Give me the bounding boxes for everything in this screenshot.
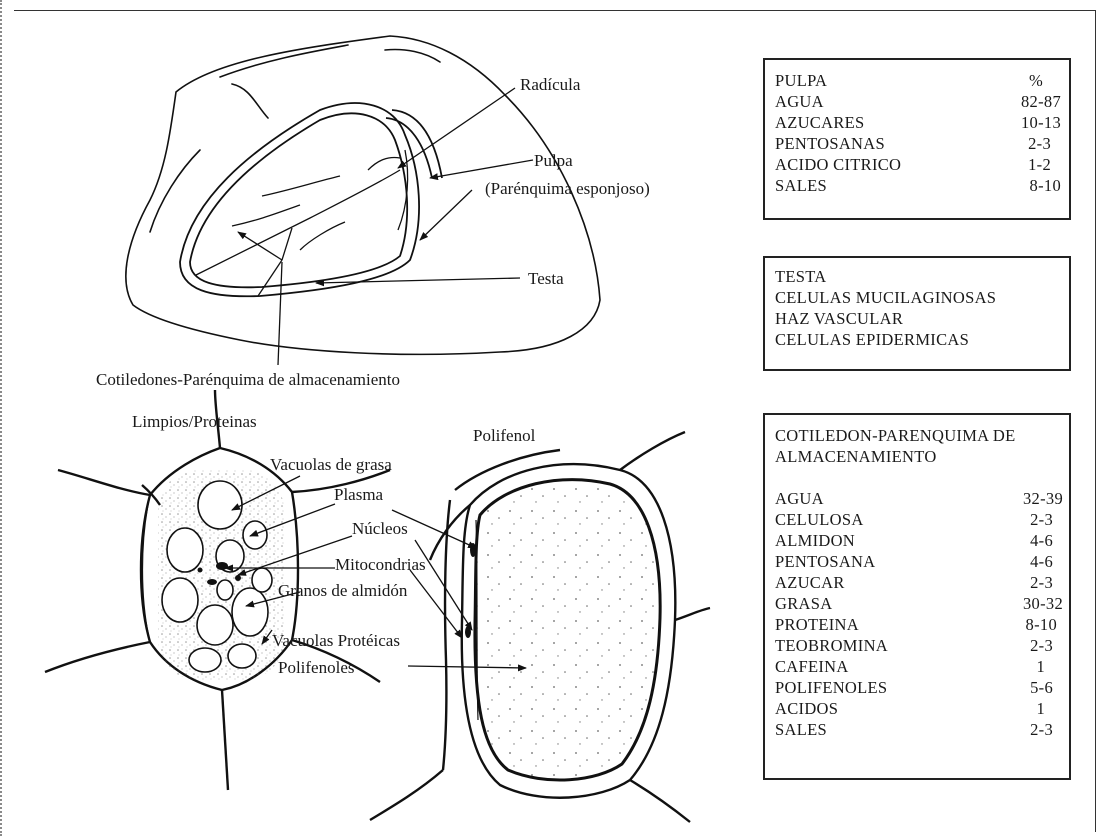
pulpa-table-title: PULPA — [775, 70, 827, 91]
row-name: PROTEINA — [775, 614, 859, 635]
row-value: 82-87 — [1021, 91, 1061, 112]
row-name: ACIDOS — [775, 698, 838, 719]
row-value: 5-6 — [1030, 677, 1063, 698]
table-row: AGUA 32-39 — [775, 488, 1063, 509]
polyphenol-vacuole — [475, 480, 660, 780]
label-plasma: Plasma — [334, 485, 384, 504]
row-name: PENTOSANAS — [775, 133, 885, 154]
pulpa-table-header: PULPA % — [775, 70, 1061, 91]
table-row: ACIDOS 1 — [775, 698, 1063, 719]
row-name: SALES — [775, 719, 827, 740]
table-row: PROTEINA 8-10 — [775, 614, 1063, 635]
row-name: AZUCARES — [775, 112, 865, 133]
row-value: 1 — [1036, 656, 1063, 677]
row-value: 8-10 — [1030, 175, 1061, 196]
table-row: ACIDO CITRICO 1-2 — [775, 154, 1061, 175]
table-row: ALMIDON 4-6 — [775, 530, 1063, 551]
row-name: ACIDO CITRICO — [775, 154, 901, 175]
label-cotiledones: Cotiledones-Parénquima de almacenamiento — [96, 370, 400, 389]
testa-line: CELULAS MUCILAGINOSAS — [775, 287, 1061, 308]
row-name: TEOBROMINA — [775, 635, 888, 656]
row-value: 2-3 — [1030, 572, 1063, 593]
table-row: SALES 2-3 — [775, 719, 1063, 740]
table-row: CELULOSA 2-3 — [775, 509, 1063, 530]
row-name: CAFEINA — [775, 656, 849, 677]
row-value: 30-32 — [1023, 593, 1063, 614]
label-testa: Testa — [528, 269, 564, 288]
testa-line: CELULAS EPIDERMICAS — [775, 329, 1061, 350]
table-row: AZUCARES 10-13 — [775, 112, 1061, 133]
label-polifenol: Polifenol — [473, 426, 536, 445]
label-radicula: Radícula — [520, 75, 581, 94]
testa-box: TESTA CELULAS MUCILAGINOSAS HAZ VASCULAR… — [763, 256, 1071, 371]
cotiledon-table-subtitle: ALMACENAMIENTO — [775, 446, 1063, 467]
table-row: CAFEINA 1 — [775, 656, 1063, 677]
seed-testa-layers — [180, 103, 442, 296]
row-value: 1-2 — [1028, 154, 1061, 175]
cotiledon-composition-table: COTILEDON-PARENQUIMA DE ALMACENAMIENTO A… — [763, 413, 1071, 780]
table-row: TEOBROMINA 2-3 — [775, 635, 1063, 656]
row-name: PENTOSANA — [775, 551, 876, 572]
table-row: AGUA 82-87 — [775, 91, 1061, 112]
row-value: 2-3 — [1030, 509, 1063, 530]
row-value: 4-6 — [1030, 530, 1063, 551]
label-vacuolas-proteicas: Vacuolas Protéicas — [272, 631, 400, 650]
table-row: GRASA 30-32 — [775, 593, 1063, 614]
label-mitocondrias: Mitocondrias — [335, 555, 426, 574]
testa-line: HAZ VASCULAR — [775, 308, 1061, 329]
row-name: SALES — [775, 175, 827, 196]
row-name: ALMIDON — [775, 530, 855, 551]
row-value: 2-3 — [1030, 719, 1063, 740]
seed-inner-structures — [196, 150, 408, 275]
label-pulpa: Pulpa — [534, 151, 573, 170]
row-value: 32-39 — [1023, 488, 1063, 509]
label-granos-almidon: Granos de almidón — [278, 581, 408, 600]
table-row: POLIFENOLES 5-6 — [775, 677, 1063, 698]
row-value: 4-6 — [1030, 551, 1063, 572]
row-name: POLIFENOLES — [775, 677, 887, 698]
pulpa-table-unit: % — [1029, 70, 1061, 91]
table-row: SALES 8-10 — [775, 175, 1061, 196]
label-polifenoles: Polifenoles — [278, 658, 355, 677]
row-value: 1 — [1036, 698, 1063, 719]
row-name: AGUA — [775, 488, 824, 509]
row-value: 2-3 — [1028, 133, 1061, 154]
seed-pointers — [238, 88, 533, 365]
table-row: PENTOSANAS 2-3 — [775, 133, 1061, 154]
table-row: AZUCAR 2-3 — [775, 572, 1063, 593]
row-name: CELULOSA — [775, 509, 864, 530]
row-value: 2-3 — [1030, 635, 1063, 656]
pulpa-composition-table: PULPA % AGUA 82-87 AZUCARES 10-13 PENTOS… — [763, 58, 1071, 220]
row-value: 10-13 — [1021, 112, 1061, 133]
table-row: PENTOSANA 4-6 — [775, 551, 1063, 572]
row-name: GRASA — [775, 593, 832, 614]
cotiledon-table-title: COTILEDON-PARENQUIMA DE — [775, 425, 1063, 446]
label-nucleos: Núcleos — [352, 519, 408, 538]
row-value: 8-10 — [1026, 614, 1063, 635]
label-vacuolas-grasa: Vacuolas de grasa — [270, 455, 392, 474]
label-limpios-proteinas: Limpios/Proteinas — [132, 412, 257, 431]
label-parenquima-esponjoso: (Parénquima esponjoso) — [485, 179, 650, 198]
row-name: AGUA — [775, 91, 824, 112]
testa-line: TESTA — [775, 266, 1061, 287]
row-name: AZUCAR — [775, 572, 845, 593]
